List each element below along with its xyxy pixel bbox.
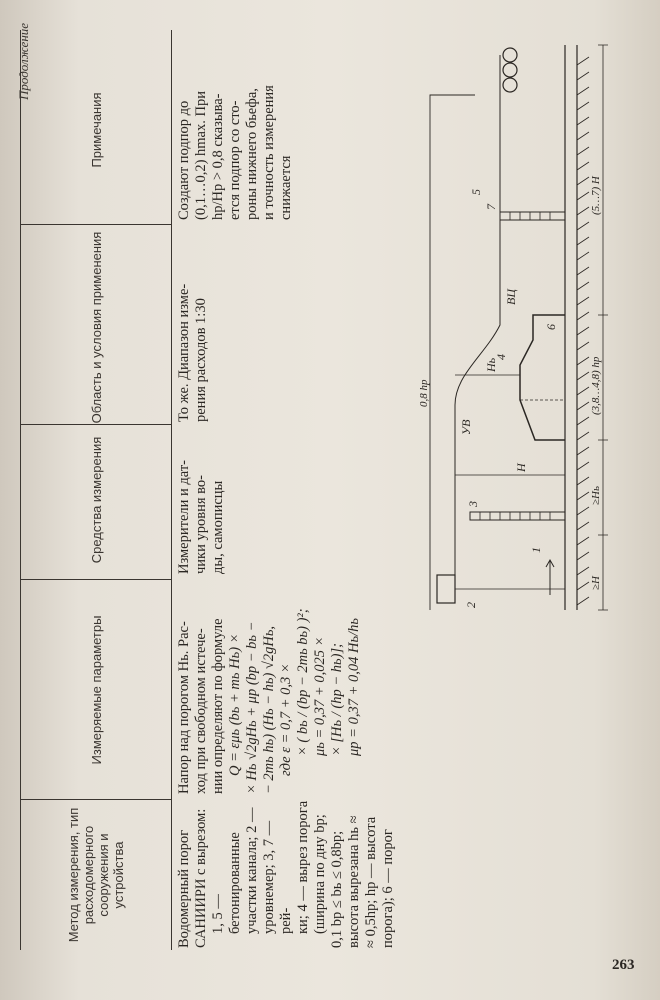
col-header-parameters: Измеряемые параметры bbox=[88, 615, 104, 765]
sill-profile bbox=[519, 314, 565, 441]
dim-label-c: (3,8…4,8) hр bbox=[590, 356, 602, 415]
weir-section-figure: 2 1 3 4 5 6 7 H Hь УВ ВЦ ≥H ≥Hь (3,8…4,8… bbox=[418, 44, 608, 611]
text-line: нии определяют по формуле bbox=[210, 618, 226, 794]
text-line: ход при свободном истече- bbox=[193, 628, 209, 794]
label-2: 2 bbox=[464, 602, 478, 608]
text-line: Напор над порогом Hь. Рас- bbox=[176, 621, 192, 794]
staff-gauge-ticks bbox=[509, 212, 551, 220]
label-6: 6 bbox=[544, 324, 558, 330]
text-line: ки; 4 — вырез порога bbox=[295, 800, 311, 934]
text-line: 0,1 bр ≤ bь ≤ 0,8bр; bbox=[329, 830, 345, 948]
label-4: 4 bbox=[494, 354, 508, 360]
formula-line: × ( bь / (bр − 2mь bь) )²; bbox=[295, 608, 311, 756]
staff-gauge-3 bbox=[469, 511, 566, 521]
ground-hatch bbox=[576, 56, 590, 606]
table-header: Метод измерения, тип расходомерного соор… bbox=[20, 30, 172, 950]
text-line: участки канала; 2 — bbox=[244, 807, 260, 934]
cell-scope: То же. Диапазон изме- рения расходов 1:3… bbox=[176, 222, 210, 422]
text-line: hр/Hр > 0,8 сказыва- bbox=[210, 93, 226, 220]
staff-gauge-ticks bbox=[479, 512, 551, 520]
label-3: 3 bbox=[466, 501, 480, 508]
col-divider bbox=[21, 579, 171, 580]
water-surface bbox=[454, 55, 501, 595]
dim-label-a: ≥H bbox=[590, 575, 602, 590]
label-Hb: Hь bbox=[484, 357, 498, 373]
gauge-well bbox=[436, 574, 456, 604]
text-line: порога); 6 — порог bbox=[380, 829, 396, 948]
label-7: 7 bbox=[484, 203, 498, 210]
dim-label-b: ≥Hь bbox=[590, 486, 602, 505]
bank-downstream bbox=[429, 94, 475, 295]
formula-line: − 2mь hь) (Hь − hь) √2gHь, bbox=[261, 625, 277, 794]
text-line: Водомерный порог bbox=[176, 829, 192, 948]
text-line: роны нижнего бьефа, bbox=[244, 88, 260, 220]
label-1: 1 bbox=[529, 547, 543, 553]
col-header-method: Метод измерения, тип расходомерного соор… bbox=[66, 807, 126, 943]
text-line: ды, самописцы bbox=[210, 480, 226, 574]
formula-line: μр = 0,37 + 0,04 Hь/hь bbox=[346, 618, 362, 756]
text-line: САНИИРИ с вырезом: bbox=[193, 808, 209, 948]
text-line: чики уровня во- bbox=[193, 475, 209, 574]
cell-parameters: Напор над порогом Hь. Рас- ход при свобо… bbox=[176, 579, 363, 794]
label-5: 5 bbox=[469, 189, 483, 195]
label-H: H bbox=[514, 462, 528, 473]
text-line: Создают подпор до bbox=[176, 100, 192, 220]
cell-notes: Создают подпор до (0,1…0,2) hmax. При hр… bbox=[176, 30, 295, 220]
text-line: рения расходов 1:30 bbox=[193, 298, 209, 422]
formula-line: Q = εμь (bь + mь Hь) × bbox=[227, 633, 243, 776]
staff-gauge-7 bbox=[499, 211, 566, 221]
text-line: снижается bbox=[278, 155, 294, 220]
text-line: и точность измерения bbox=[261, 85, 277, 220]
text-line: уровнемер; 3, 7 — рей- bbox=[261, 820, 294, 934]
text-line: высота вырезана hь ≈ bbox=[346, 815, 362, 948]
text-line: ется подпор со сто- bbox=[227, 100, 243, 220]
text-line: (0,1…0,2) hmax. При bbox=[193, 91, 209, 220]
dim-label-e: 0,8 hр bbox=[418, 379, 430, 407]
label-vd: ВЦ bbox=[504, 288, 518, 305]
col-header-scope: Область и условия применения bbox=[88, 231, 104, 424]
text-line: То же. Диапазон изме- bbox=[176, 283, 192, 422]
dim-label-d: (5…7) H bbox=[590, 175, 602, 215]
col-header-means: Средства измерения bbox=[88, 436, 104, 564]
riprap-stone bbox=[502, 47, 518, 63]
col-header-notes: Примечания bbox=[88, 92, 104, 168]
formula-line: где ε = 0,7 + 0,3 × bbox=[278, 663, 294, 776]
text-line: 1, 5 — бетонированные bbox=[210, 832, 243, 934]
label-yv: УВ bbox=[459, 419, 473, 435]
flow-arrow bbox=[545, 558, 555, 595]
formula-line: μь = 0,37 + 0,025 × bbox=[312, 636, 328, 756]
text-line: ≈ 0,5hр; hр — высота bbox=[363, 816, 379, 948]
rotated-table: Продолжение Метод измерения, тип расходо… bbox=[16, 23, 640, 950]
page-number: 263 bbox=[612, 957, 635, 973]
riprap-stone bbox=[502, 62, 518, 78]
formula-line: × [Hь / (hр − hь)]; bbox=[329, 643, 345, 756]
riprap-stone bbox=[502, 77, 518, 93]
formula-line: × Hь √2gHь + μр (bр − bь − bbox=[244, 621, 260, 794]
text-line: Измерители и дат- bbox=[176, 460, 192, 574]
cell-means: Измерители и дат- чики уровня во- ды, са… bbox=[176, 424, 227, 574]
cell-method: Водомерный порог САНИИРИ с вырезом: 1, 5… bbox=[176, 798, 397, 948]
text-line: (ширина по дну bр; bbox=[312, 814, 328, 934]
dimension-ticks bbox=[598, 44, 608, 611]
